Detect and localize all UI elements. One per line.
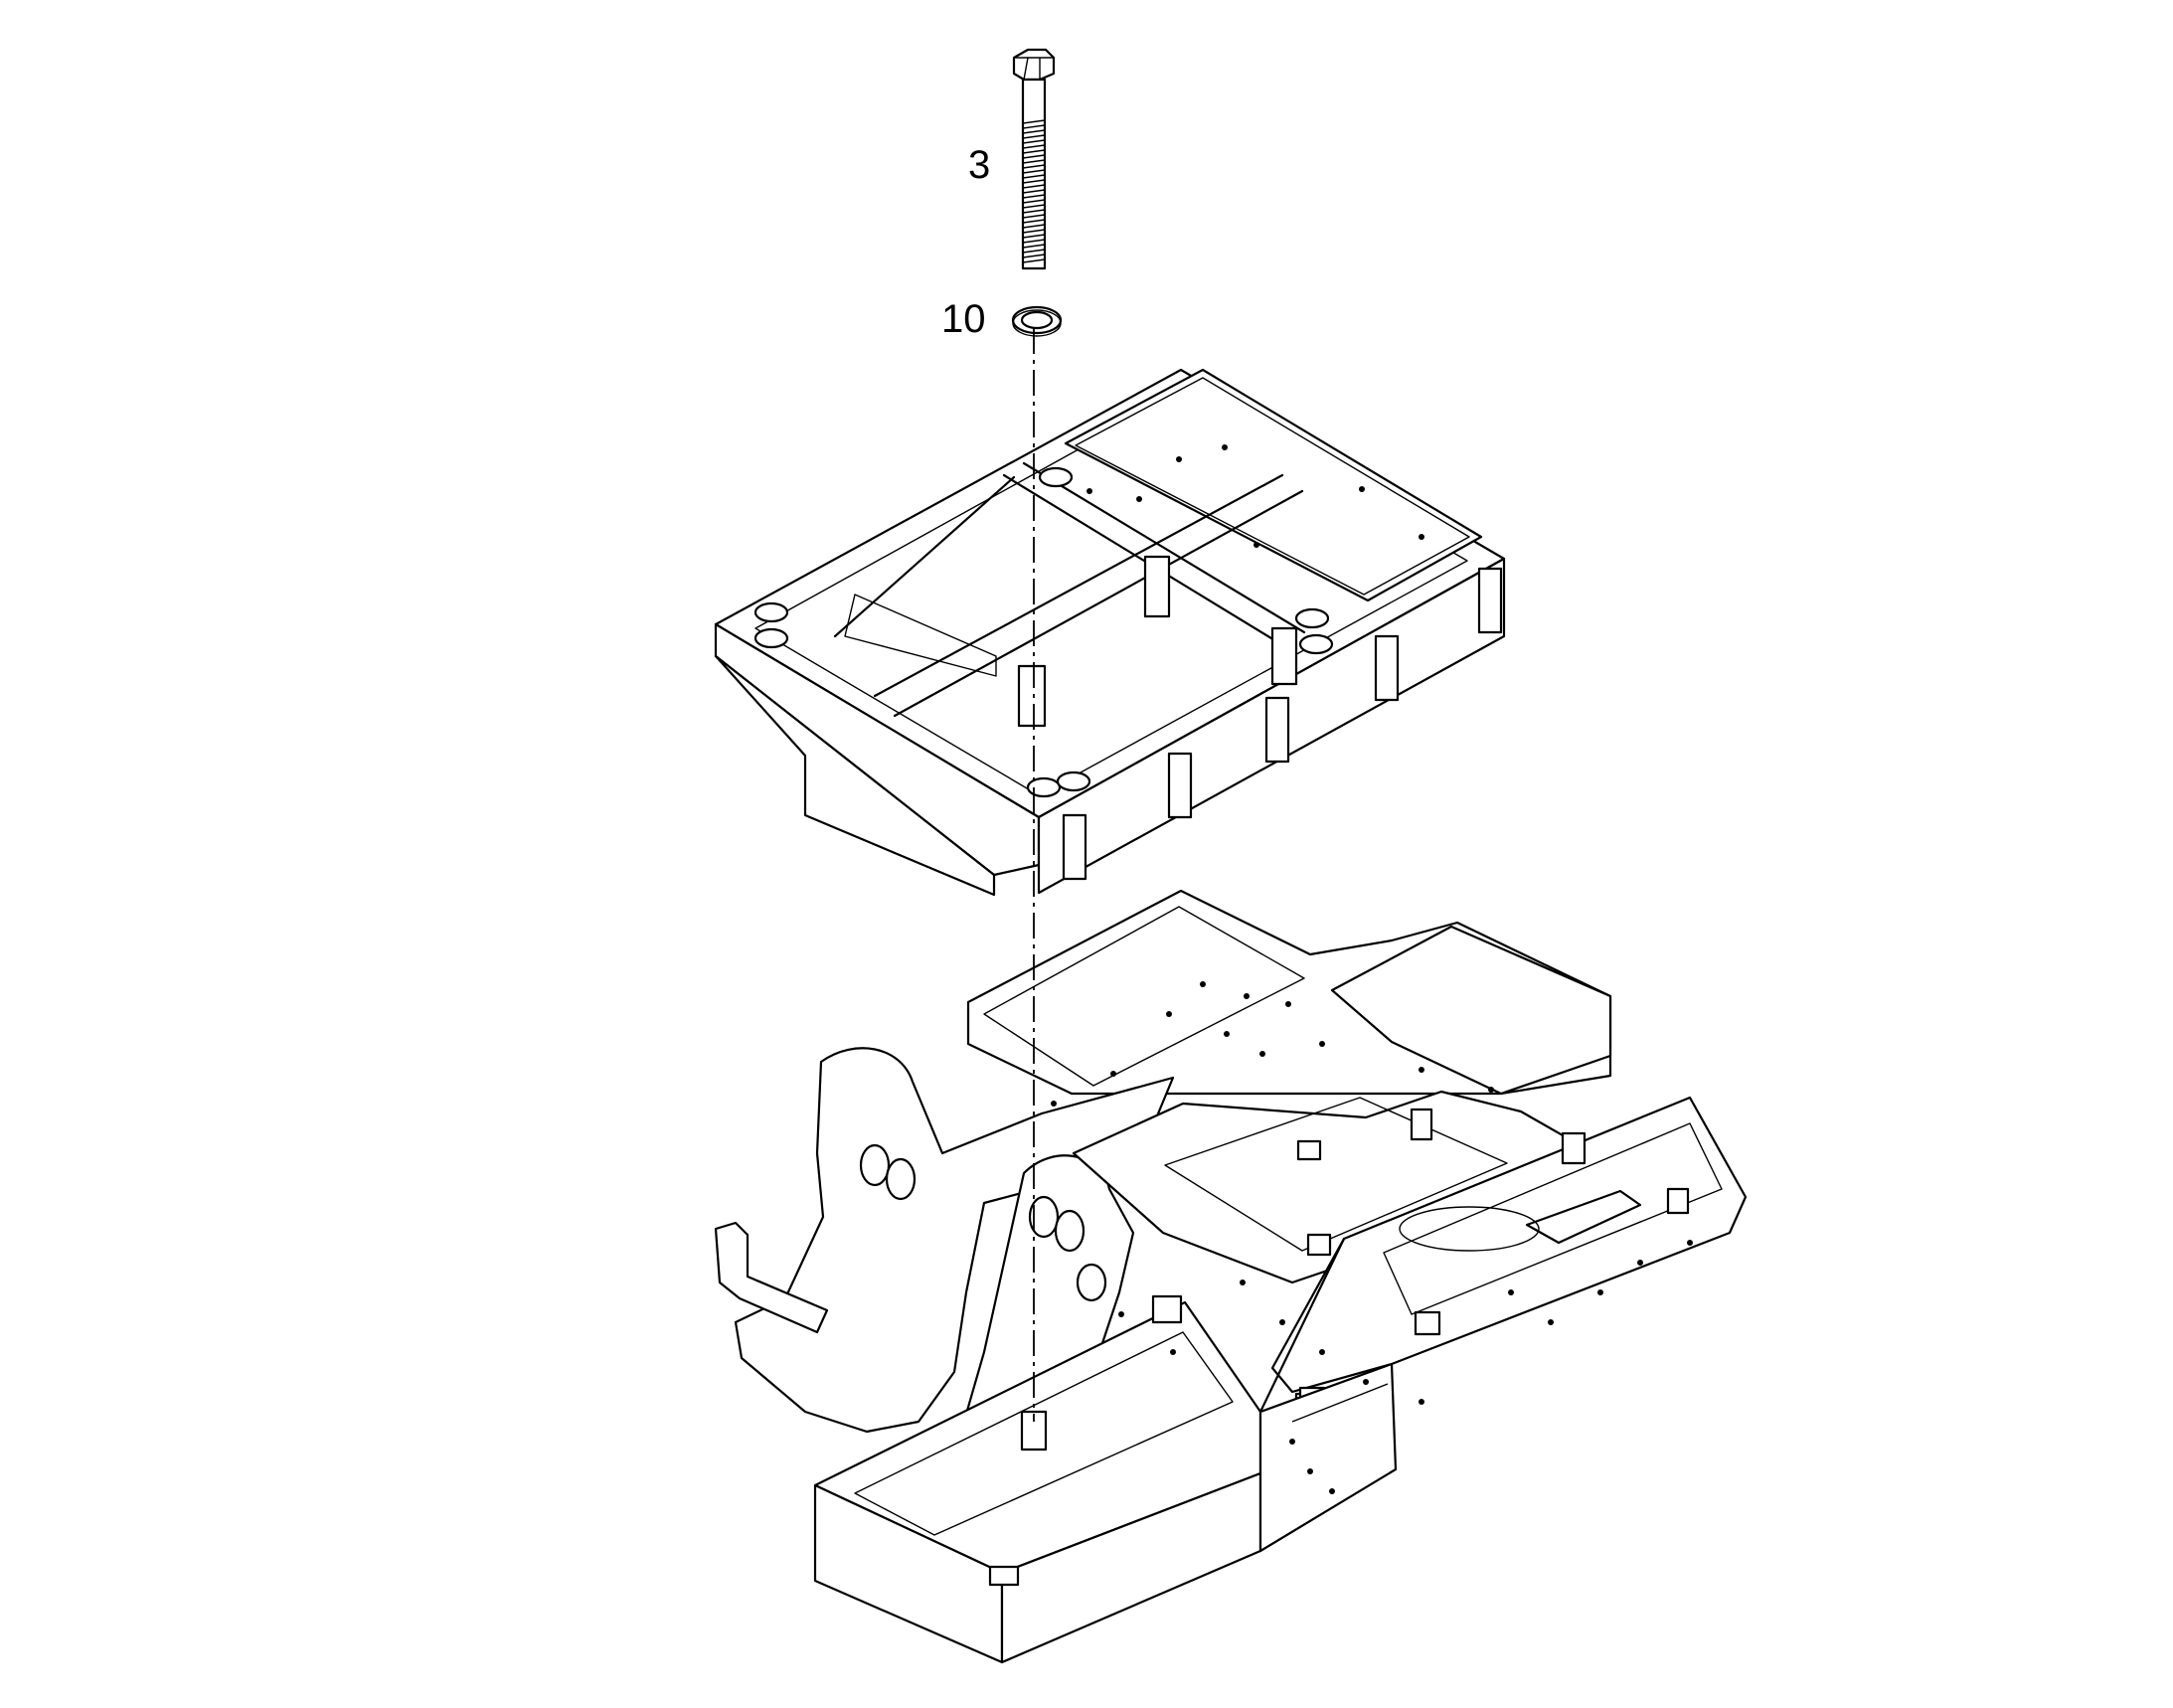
detail-dot [1170,1349,1176,1355]
detail-dot [1285,1001,1291,1007]
detail-dot [1637,1260,1643,1266]
detail-dot [1359,486,1365,492]
detail-dot [1363,1379,1369,1385]
detail-dot [1419,1399,1424,1405]
callout-10-label: 10 [941,297,986,341]
detail-dot [1508,1289,1514,1295]
detail-dots [1051,444,1693,1494]
detail-dot [1329,1488,1335,1494]
detail-dot [1254,542,1259,548]
detail-dot [1086,488,1092,494]
detail-dot [1259,1051,1265,1057]
detail-dot [1244,993,1250,999]
upper-frame [714,368,1506,897]
callout-3-label: 3 [968,143,991,187]
detail-dot [1166,1011,1172,1017]
hex-bolt-icon [1012,48,1056,270]
detail-dot [1419,534,1424,540]
detail-dot [1419,1067,1424,1073]
main-frame [714,889,1748,1664]
detail-dot [1240,1280,1246,1285]
detail-dot [1222,444,1228,450]
detail-dot [1289,1439,1295,1445]
detail-dot [1118,1311,1124,1317]
detail-dot [1279,1319,1285,1325]
washer-icon [1011,305,1063,337]
detail-dot [1136,496,1142,502]
detail-dot [1319,1041,1325,1047]
detail-dot [1224,1031,1230,1037]
detail-dot [1176,456,1182,462]
detail-dot [1597,1289,1603,1295]
detail-dot [1488,1087,1494,1093]
detail-dot [1307,1468,1313,1474]
detail-dot [1319,1349,1325,1355]
detail-dot [1687,1240,1693,1246]
detail-dot [1548,1319,1554,1325]
detail-dot [1200,981,1206,987]
detail-dot [1051,1101,1057,1107]
detail-dot [1110,1071,1116,1077]
